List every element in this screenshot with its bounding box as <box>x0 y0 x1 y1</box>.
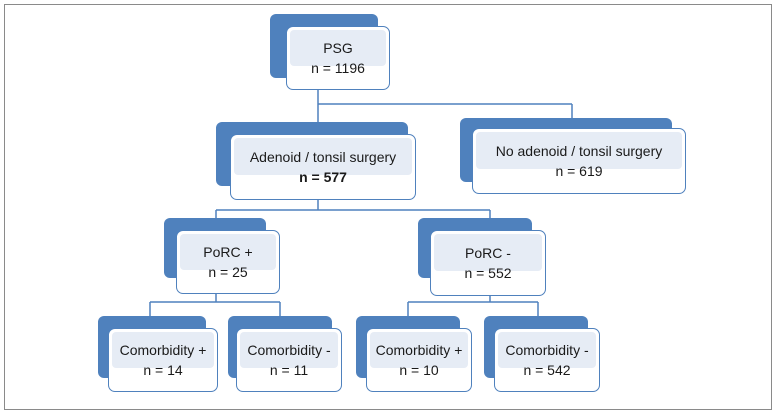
node-porc-minus: PoRC - n = 552 <box>418 218 546 298</box>
node-porc-plus-title: PoRC + <box>203 244 253 260</box>
node-comorbidity-plus-2: Comorbidity + n = 10 <box>356 316 472 392</box>
node-comorbidity-minus-2-title: Comorbidity - <box>505 342 589 358</box>
node-porc-plus: PoRC + n = 25 <box>164 218 280 298</box>
node-comorbidity-minus-2-count: n = 542 <box>523 362 571 378</box>
node-comorbidity-plus-2-title: Comorbidity + <box>375 342 463 358</box>
node-porc-minus-count: n = 552 <box>464 265 512 281</box>
node-comorbidity-minus-1-count: n = 11 <box>269 362 309 378</box>
node-comorbidity-plus-1-count: n = 14 <box>143 362 183 378</box>
node-adenoid-surgery-title: Adenoid / tonsil surgery <box>249 149 397 165</box>
node-no-adenoid-surgery-title: No adenoid / tonsil surgery <box>495 143 663 159</box>
node-comorbidity-plus-2-count: n = 10 <box>399 362 439 378</box>
node-porc-plus-count: n = 25 <box>208 264 248 280</box>
node-comorbidity-plus-1-title: Comorbidity + <box>119 342 207 358</box>
node-porc-minus-title: PoRC - <box>465 245 511 261</box>
node-psg-title: PSG <box>323 40 353 56</box>
node-adenoid-surgery: Adenoid / tonsil surgery n = 577 <box>216 122 416 202</box>
node-comorbidity-minus-1: Comorbidity - n = 11 <box>228 316 342 392</box>
node-adenoid-surgery-count: n = 577 <box>299 169 347 185</box>
node-comorbidity-plus-1: Comorbidity + n = 14 <box>98 316 218 392</box>
node-comorbidity-minus-2: Comorbidity - n = 542 <box>484 316 600 392</box>
node-psg-count: n = 1196 <box>311 60 365 76</box>
node-psg: PSG n = 1196 <box>270 14 390 94</box>
node-no-adenoid-surgery-count: n = 619 <box>555 163 603 179</box>
node-no-adenoid-surgery: No adenoid / tonsil surgery n = 619 <box>460 118 686 196</box>
node-comorbidity-minus-1-title: Comorbidity - <box>247 342 331 358</box>
